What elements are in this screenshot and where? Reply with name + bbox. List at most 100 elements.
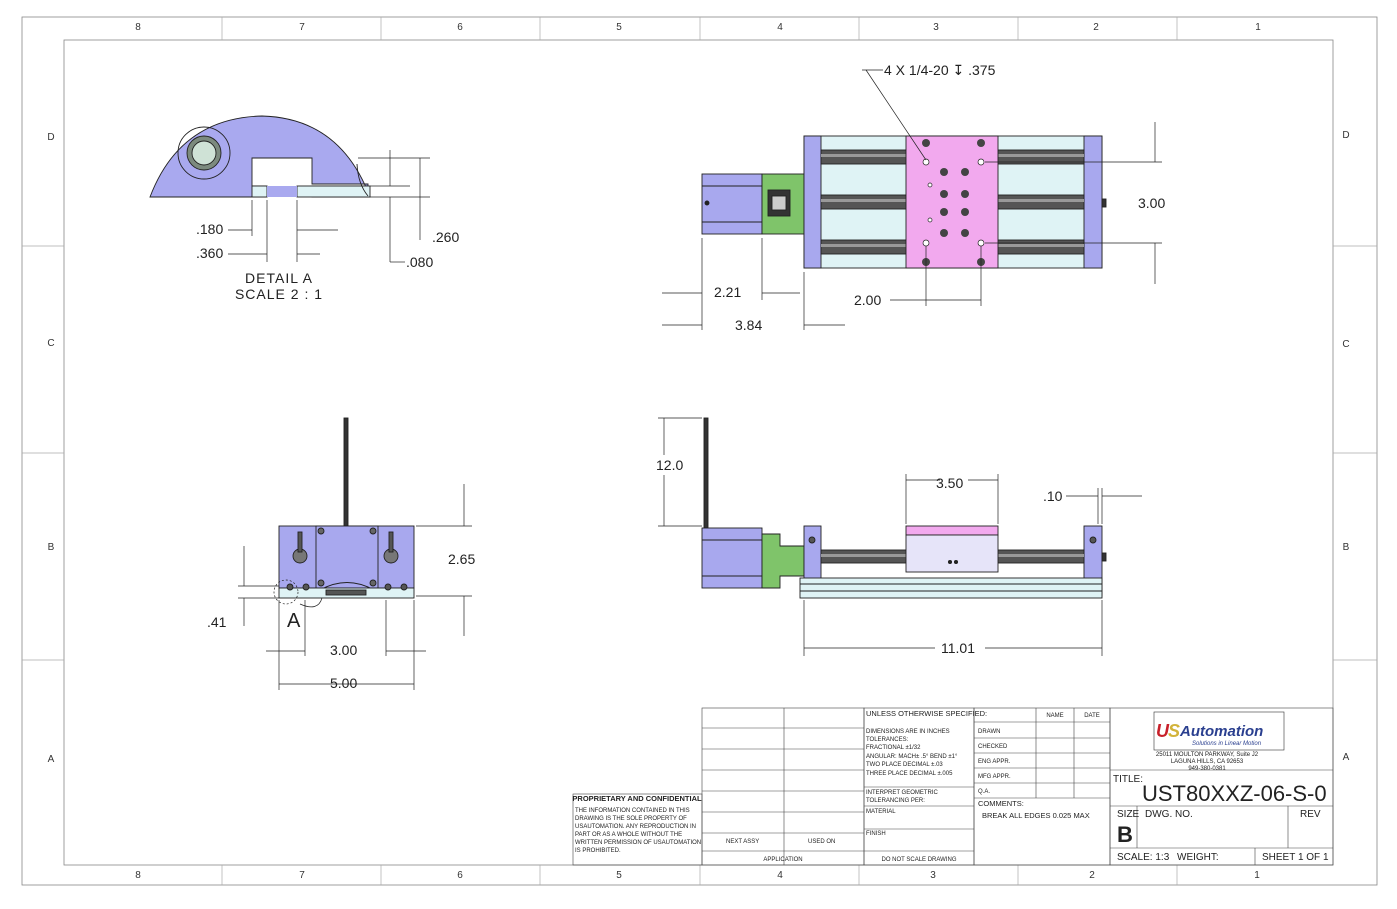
comments-text: BREAK ALL EDGES 0.025 MAX [982, 811, 1090, 820]
zone-col-2-top: 2 [1093, 22, 1099, 33]
zone-row-b-left: B [48, 542, 55, 553]
zone-col-5-bottom: 5 [616, 870, 622, 881]
zone-row-d-left: D [47, 132, 54, 143]
zone-col-3-bottom: 3 [930, 870, 936, 881]
side-motor [701, 527, 763, 589]
end-dim-500: 5.00 [330, 675, 357, 691]
name-column-label: NAME [1046, 713, 1063, 719]
zone-col-2-bottom: 2 [1089, 870, 1095, 881]
tolerance-header: UNLESS OTHERWISE SPECIFIED: [866, 709, 987, 718]
rev-label: REV [1300, 809, 1321, 820]
side-dim-010: .10 [1043, 488, 1063, 504]
zone-row-b-right: B [1343, 542, 1350, 553]
end-motor-face [315, 525, 379, 589]
zone-col-8-bottom: 8 [135, 870, 141, 881]
detail-slot-right [296, 185, 371, 198]
weight-label: WEIGHT: [1177, 852, 1219, 863]
mfg-appr-label: MFG APPR. [978, 774, 1011, 780]
side-dim-350: 3.50 [936, 475, 963, 491]
side-coupler [761, 533, 805, 589]
zone-col-1-bottom: 1 [1254, 870, 1260, 881]
logo-tagline: Solutions in Linear Motion [1192, 741, 1262, 747]
drawing-title: UST80XXZ-06-S-0 [1142, 781, 1327, 806]
interpret-line-2: TOLERANCING PER: [866, 798, 925, 804]
top-dim-221: 2.21 [714, 284, 741, 300]
title-label: TITLE: [1113, 774, 1143, 785]
svg-text:S: S [1168, 721, 1180, 741]
zone-col-6-top: 6 [457, 22, 463, 33]
zone-row-c-left: C [47, 338, 54, 349]
dwg-no-label: DWG. NO. [1145, 809, 1193, 820]
proprietary-title: PROPRIETARY AND CONFIDENTIAL [572, 794, 702, 803]
top-carriage [905, 135, 999, 269]
checked-label: CHECKED [978, 744, 1008, 750]
zone-row-a-right: A [1343, 752, 1350, 763]
zone-col-8-top: 8 [135, 22, 141, 33]
top-end-plate-right [1083, 135, 1103, 269]
detail-a-view [149, 115, 371, 198]
top-view-dimensions [662, 69, 1162, 330]
end-detail-callout: A [287, 610, 301, 632]
side-carriage [905, 534, 999, 573]
top-dim-300: 3.00 [1138, 195, 1165, 211]
zone-col-4-bottom: 4 [777, 870, 783, 881]
title-block-grid [572, 707, 1334, 866]
date-column-label: DATE [1084, 713, 1100, 719]
company-logo: U S Automation Solutions in Linear Motio… [1153, 711, 1285, 751]
detail-a-dimensions [228, 150, 430, 263]
eng-appr-label: ENG APPR. [978, 759, 1011, 765]
top-end-plate-left [803, 135, 822, 269]
scale-label: SCALE: 1:3 [1117, 852, 1170, 863]
zone-col-5-top: 5 [616, 22, 622, 33]
tolerance-line-4: ANGULAR: MACH± .5° BEND ±1° [866, 754, 958, 760]
tolerance-line-6: THREE PLACE DECIMAL ±.005 [866, 771, 953, 777]
end-dim-265: 2.65 [448, 551, 475, 567]
detail-scale: SCALE 2 : 1 [235, 286, 323, 302]
interpret-line-1: INTERPRET GEOMETRIC [866, 790, 939, 796]
proprietary-line-3: USAUTOMATION. ANY REPRODUCTION IN [575, 824, 696, 830]
end-view-dimensions [238, 484, 472, 690]
address-line-1: 25011 MOULTON PARKWAY, Suite J2 [1156, 752, 1259, 758]
address-line-3: 949-380-0381 [1188, 766, 1226, 772]
material-label: MATERIAL [866, 809, 896, 815]
top-motor [701, 173, 763, 235]
tolerance-line-3: FRACTIONAL ±1/32 [866, 745, 921, 751]
end-dim-300: 3.00 [330, 642, 357, 658]
zone-row-c-right: C [1342, 339, 1349, 350]
top-dim-200: 2.00 [854, 292, 881, 308]
next-assy-label: NEXT ASSY [726, 839, 759, 845]
detail-slot-left [251, 185, 268, 198]
proprietary-line-6: IS PROHIBITED. [575, 848, 621, 854]
comments-label: COMMENTS: [978, 799, 1024, 808]
do-not-scale-label: DO NOT SCALE DRAWING [881, 857, 956, 863]
proprietary-line-2: DRAWING IS THE SOLE PROPERTY OF [575, 816, 687, 822]
sheet-label: SHEET 1 OF 1 [1262, 852, 1329, 863]
tolerance-line-1: DIMENSIONS ARE IN INCHES [866, 729, 950, 735]
top-view [701, 135, 1107, 269]
end-dim-041: .41 [207, 614, 227, 630]
size-value: B [1117, 822, 1133, 847]
top-tapped-holes [922, 158, 985, 247]
finish-label: FINISH [866, 831, 886, 837]
detail-label: DETAIL A [245, 270, 313, 286]
side-view-dimensions [658, 417, 1142, 656]
top-dim-384: 3.84 [735, 317, 762, 333]
zone-col-6-bottom: 6 [457, 870, 463, 881]
proprietary-line-5: WRITTEN PERMISSION OF USAUTOMATION [575, 840, 701, 846]
zone-ticks [22, 17, 1377, 885]
side-dim-120: 12.0 [656, 457, 683, 473]
detail-profile [149, 115, 371, 198]
detail-dim-360: .360 [196, 245, 223, 261]
logo-wordmark: Automation [1179, 723, 1263, 740]
side-view [701, 417, 1107, 599]
tolerance-line-2: TOLERANCES: [866, 737, 909, 743]
size-label: SIZE [1117, 809, 1140, 820]
side-cable [703, 417, 709, 529]
application-label: APPLICATION [763, 857, 802, 863]
end-cable [343, 417, 349, 527]
zone-col-3-top: 3 [933, 22, 939, 33]
detail-dim-080: .080 [406, 254, 433, 270]
top-hole-callout: 4 X 1/4-20 ↧ .375 [884, 62, 996, 78]
detail-bearing-inner [191, 140, 217, 166]
